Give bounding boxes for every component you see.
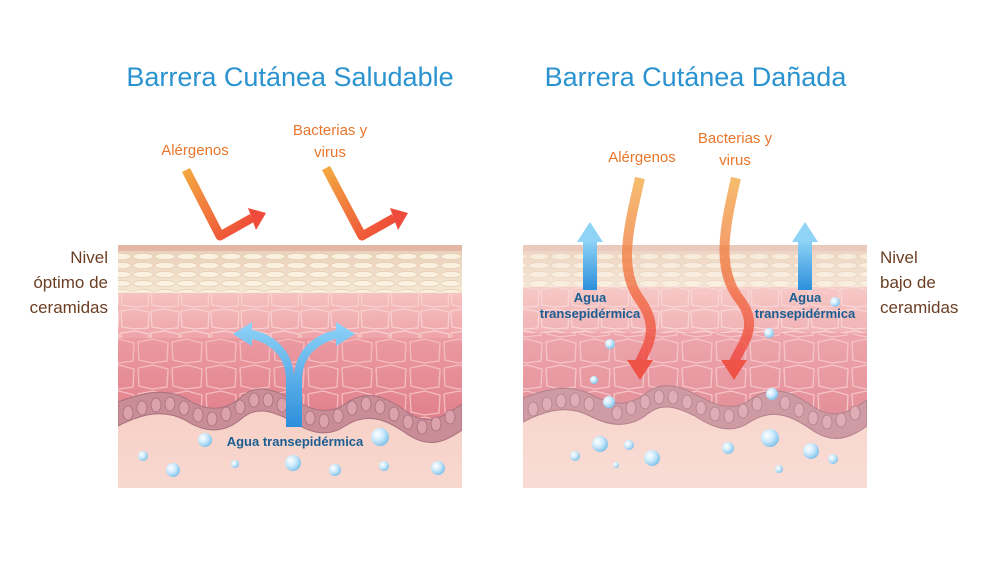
- damaged-water-label-left: Agua transepidérmica: [535, 290, 645, 322]
- healthy-bacteria-line-2: virus: [314, 144, 346, 161]
- damaged-bacteria-arrow: [719, 176, 755, 380]
- low-ceramide-line-3: ceramidas: [880, 298, 959, 317]
- low-ceramide-label: Nivel bajo de ceramidas: [880, 245, 990, 320]
- damaged-allergen-label: Alérgenos: [608, 149, 676, 166]
- damaged-bacteria-line-1: Bacterias y: [697, 130, 773, 147]
- optimal-ceramide-line-1: Nivel: [70, 248, 108, 267]
- damaged-water-right-line-1: Agua: [788, 290, 822, 305]
- damaged-water-left-line-2: transepidérmica: [539, 306, 641, 321]
- healthy-bacteria-label: Bacterias y virus: [275, 120, 385, 164]
- healthy-barrier-title: Barrera Cutánea Saludable: [126, 62, 454, 92]
- damaged-barrier-title: Barrera Cutánea Dañada: [544, 62, 847, 92]
- optimal-ceramide-label: Nivel óptimo de ceramidas: [10, 245, 108, 320]
- optimal-ceramide-line-2: óptimo de: [33, 273, 108, 292]
- healthy-bacteria-line-1: Bacterias y: [292, 122, 368, 139]
- optimal-ceramide-line-3: ceramidas: [29, 298, 108, 317]
- low-ceramide-line-2: bajo de: [880, 273, 936, 292]
- damaged-allergen-arrow: [621, 176, 656, 380]
- damaged-water-arrow-right: [792, 222, 818, 290]
- healthy-allergen-arrow: [181, 167, 266, 241]
- low-ceramide-line-1: Nivel: [880, 248, 918, 267]
- damaged-bacteria-line-2: virus: [719, 152, 751, 169]
- damaged-water-bubbles: [570, 297, 840, 473]
- healthy-allergen-label: Alérgenos: [161, 142, 229, 159]
- damaged-water-right-line-2: transepidérmica: [754, 306, 856, 321]
- healthy-water-label: Agua transepidérmica: [226, 434, 364, 449]
- damaged-bacteria-label: Bacterias y virus: [680, 128, 790, 172]
- damaged-water-arrow-left: [577, 222, 603, 290]
- damaged-water-label-right: Agua transepidérmica: [750, 290, 860, 322]
- healthy-bacteria-arrow: [322, 165, 408, 241]
- healthy-water-bubbles: [138, 428, 445, 477]
- healthy-water-arrow: [233, 322, 355, 427]
- damaged-water-left-line-1: Agua: [573, 290, 607, 305]
